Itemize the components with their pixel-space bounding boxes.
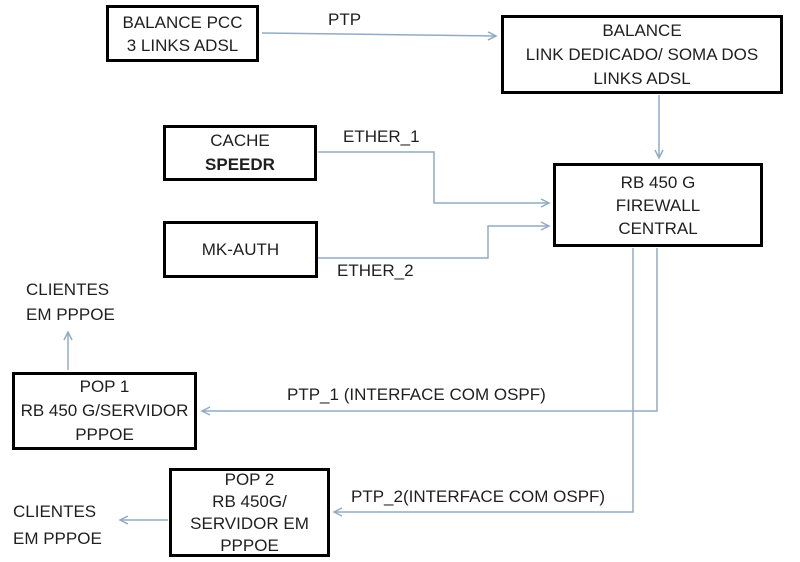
node-mk-auth-label: MK-AUTH bbox=[201, 239, 280, 259]
node-pop2: POP 2 RB 450G/ SERVIDOR EM PPPOE bbox=[169, 468, 330, 557]
node-cache-label: CACHE bbox=[210, 131, 270, 150]
text-clientes-pppoe-bottom: CLIENTES EM PPPOE bbox=[13, 498, 102, 552]
node-rb450-sublabel2: CENTRAL bbox=[618, 218, 698, 238]
edge-ptp1-line bbox=[200, 248, 658, 416]
text-clientes-bottom-line1: CLIENTES bbox=[13, 502, 97, 521]
node-cache-speedr: CACHE SPEEDR bbox=[163, 125, 317, 181]
text-clientes-pppoe-top: CLIENTES EM PPPOE bbox=[26, 277, 115, 327]
edge-ether1-line bbox=[318, 151, 551, 208]
node-balance-pcc: BALANCE PCC 3 LINKS ADSL bbox=[106, 5, 259, 62]
edge-label-ether1: ETHER_1 bbox=[343, 127, 420, 146]
node-rb450-label: RB 450 G bbox=[620, 172, 696, 192]
node-balance-pcc-sublabel: 3 LINKS ADSL bbox=[126, 35, 239, 55]
node-rb450-firewall: RB 450 G FIREWALL CENTRAL bbox=[553, 163, 763, 247]
node-pop1-label: POP 1 bbox=[79, 377, 130, 396]
node-rb450-sublabel: FIREWALL bbox=[615, 195, 701, 215]
text-clientes-top-line1: CLIENTES bbox=[26, 280, 110, 299]
edge-label-ptp2: PTP_2(INTERFACE COM OSPF) bbox=[351, 487, 606, 506]
node-cache-sublabel: SPEEDR bbox=[205, 155, 275, 174]
text-clientes-top-line2: EM PPPOE bbox=[26, 305, 115, 324]
edge-ptp2-line bbox=[332, 248, 634, 517]
node-pop2-sublabel: RB 450G/ bbox=[212, 491, 287, 511]
node-balance-sublabel: LINK DEDICADO/ SOMA DOS bbox=[525, 44, 759, 64]
node-balance-sublabel2: LINKS ADSL bbox=[593, 68, 691, 88]
node-balance-pcc-label: BALANCE PCC bbox=[122, 12, 243, 32]
node-balance: BALANCE LINK DEDICADO/ SOMA DOS LINKS AD… bbox=[501, 15, 783, 94]
edge-label-ptp1: PTP_1 (INTERFACE COM OSPF) bbox=[287, 385, 546, 404]
node-pop1-sublabel: RB 450 G/SERVIDOR bbox=[20, 401, 189, 420]
edge-label-ptp: PTP bbox=[328, 10, 362, 29]
edge-ether2-line bbox=[318, 221, 551, 259]
node-mk-auth: MK-AUTH bbox=[163, 221, 318, 278]
edge-label-ether2: ETHER_2 bbox=[337, 261, 414, 280]
edge-ptp-line bbox=[261, 31, 498, 41]
node-pop2-sublabel2: SERVIDOR EM bbox=[190, 513, 309, 533]
node-pop2-sublabel3: PPPOE bbox=[220, 535, 279, 555]
node-pop1-sublabel2: PPPOE bbox=[75, 425, 134, 444]
text-clientes-bottom-line2: EM PPPOE bbox=[13, 529, 102, 548]
node-balance-label: BALANCE bbox=[602, 20, 682, 40]
node-pop1: POP 1 RB 450 G/SERVIDOR PPPOE bbox=[12, 372, 197, 450]
node-pop2-label: POP 2 bbox=[224, 469, 275, 489]
